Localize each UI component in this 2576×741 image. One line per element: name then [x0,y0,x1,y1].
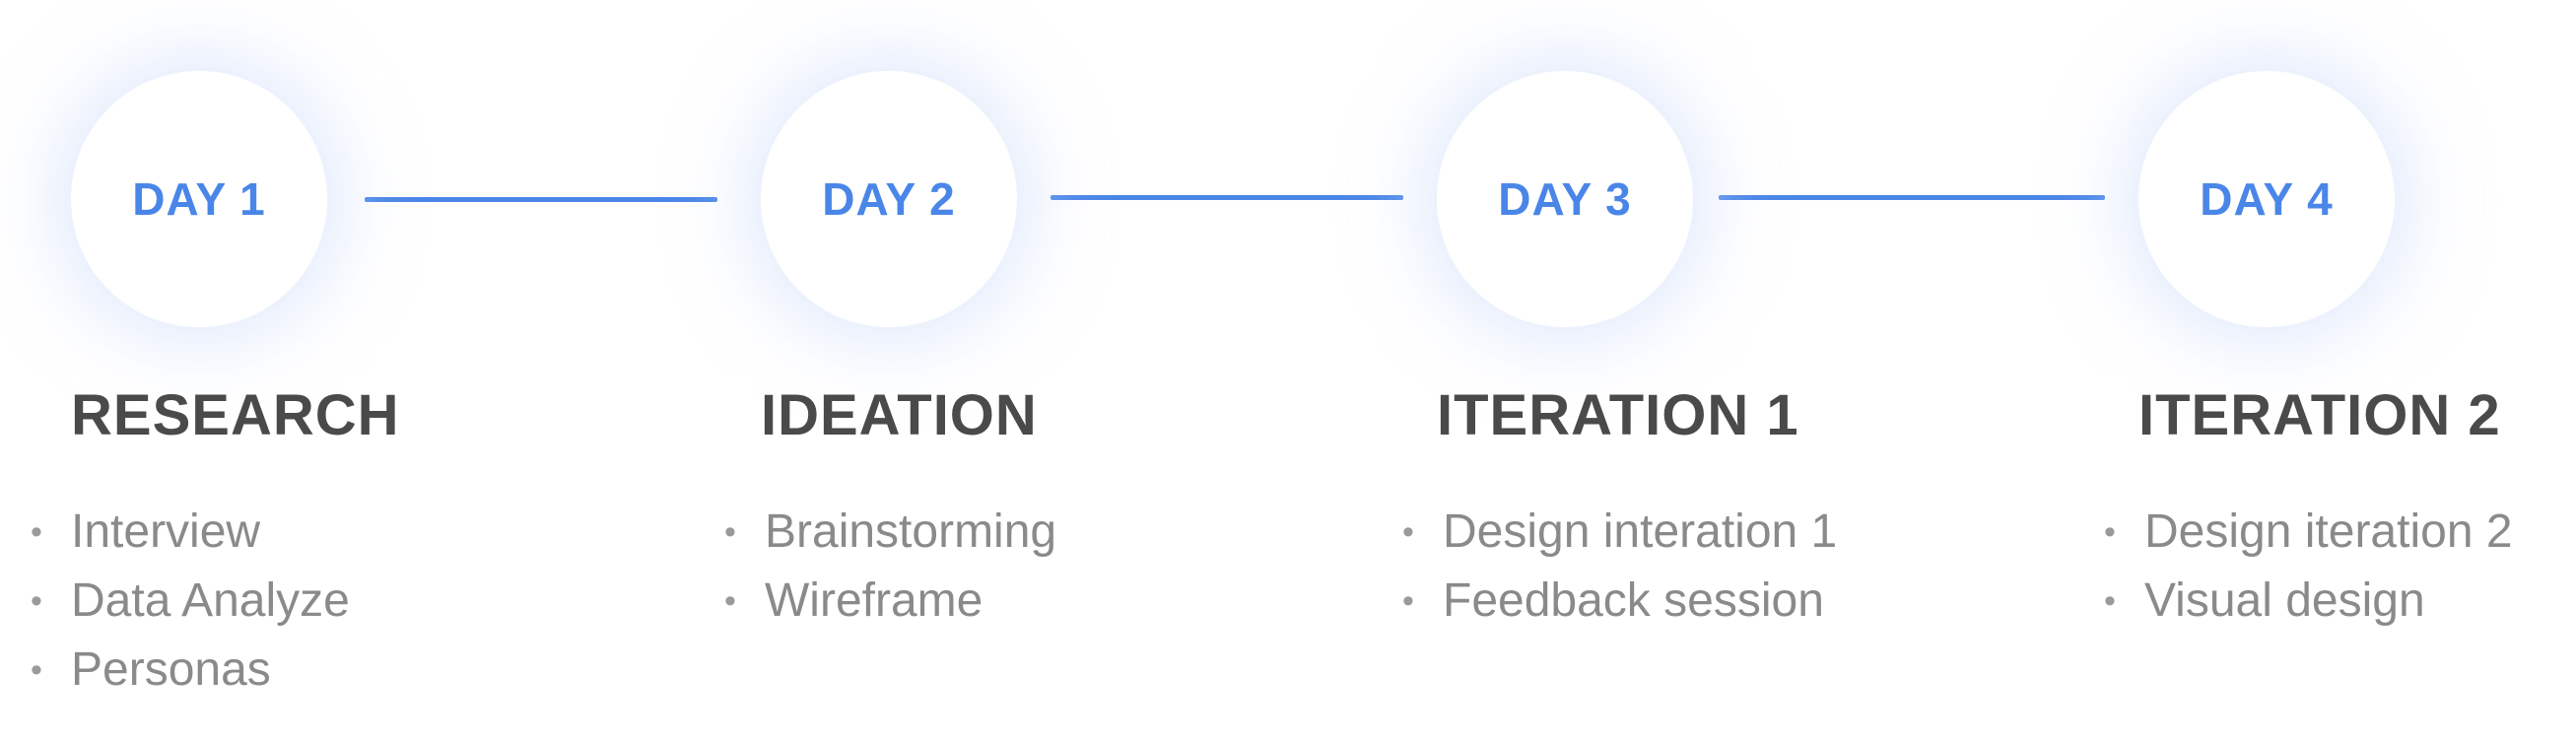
task-item: • Wireframe [724,567,1056,636]
task-item: • Feedback session [1402,567,1837,636]
task-list: • Brainstorming • Wireframe [724,498,1057,636]
phase-title: ITERATION 2 [2138,383,2501,447]
bullet-icon: • [31,582,42,620]
phase-title: RESEARCH [71,383,400,447]
task-list: • Design iteration 2 • Visual design [2104,498,2513,636]
task-item-label: Data Analyze [71,574,350,627]
task-item-label: Design iteration 2 [2144,505,2513,558]
task-item-label: Design interation 1 [1443,505,1838,558]
task-item-label: Feedback session [1443,574,1824,627]
task-item: • Design interation 1 [1402,498,1838,567]
stage-day-2: DAY 2 IDEATION • Brainstorming • Wirefra… [690,0,1281,741]
task-item: • Design iteration 2 [2104,498,2513,567]
task-item-label: Interview [71,505,261,558]
day-circle: DAY 2 [761,71,1017,327]
task-item: • Brainstorming [724,498,1057,567]
bullet-icon: • [1402,582,1414,620]
bullet-icon: • [31,513,42,551]
bullet-icon: • [31,651,42,689]
phase-title: IDEATION [761,383,1038,447]
day-label: DAY 4 [2200,173,2334,225]
task-list: • Interview • Data Analyze • Personas [31,498,350,705]
phase-title: ITERATION 1 [1437,383,1799,447]
day-label: DAY 3 [1498,173,1632,225]
day-label: DAY 2 [822,173,956,225]
day-circle: DAY 4 [2138,71,2395,327]
task-item-label: Personas [71,643,271,696]
task-item: • Personas [31,636,350,705]
connector-line-3-4 [1719,195,2105,200]
stage-day-1: DAY 1 RESEARCH • Interview • Data Analyz… [0,0,591,741]
task-item: • Visual design [2104,567,2513,636]
connector-line-2-3 [1051,195,1403,200]
bullet-icon: • [1402,513,1414,551]
day-label: DAY 1 [132,173,266,225]
bullet-icon: • [2104,582,2116,620]
task-item: • Interview [31,498,350,567]
day-circle: DAY 3 [1437,71,1693,327]
task-item-label: Brainstorming [765,505,1057,558]
bullet-icon: • [2104,513,2116,551]
stage-day-3: DAY 3 ITERATION 1 • Design interation 1 … [1366,0,1957,741]
day-circle: DAY 1 [71,71,327,327]
connector-line-1-2 [365,197,717,202]
bullet-icon: • [724,513,736,551]
task-item: • Data Analyze [31,567,350,636]
bullet-icon: • [724,582,736,620]
stage-day-4: DAY 4 ITERATION 2 • Design iteration 2 •… [2068,0,2576,741]
task-item-label: Visual design [2144,574,2425,627]
task-list: • Design interation 1 • Feedback session [1402,498,1838,636]
task-item-label: Wireframe [765,574,983,627]
